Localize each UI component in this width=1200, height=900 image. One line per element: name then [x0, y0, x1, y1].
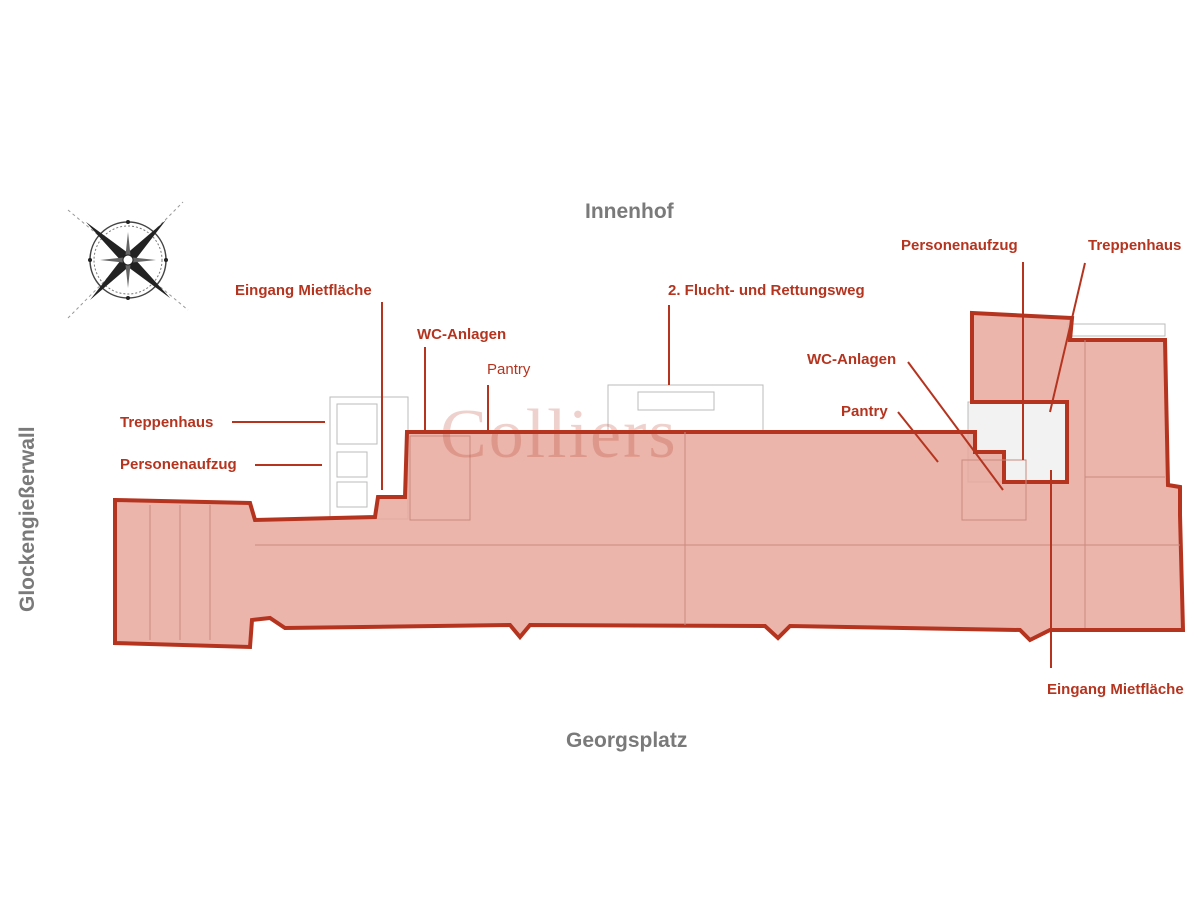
label-pantry-right: Pantry	[841, 403, 888, 420]
watermark: Colliers	[440, 396, 678, 473]
label-wc-left: WC-Anlagen	[417, 326, 507, 343]
label-pantry-left: Pantry	[487, 361, 531, 378]
interior-lines	[149, 340, 1180, 640]
label-eingang-left: Eingang Mietfläche	[235, 282, 372, 299]
label-treppenhaus-right: Treppenhaus	[1088, 237, 1182, 254]
label-wc-right: WC-Anlagen	[807, 351, 897, 368]
rental-area	[113, 310, 1186, 650]
label-fluchtweg: 2. Flucht- und Rettungsweg	[668, 282, 865, 299]
compass-rose-icon	[67, 201, 189, 319]
label-personenaufzug-right: Personenaufzug	[901, 237, 1018, 254]
label-eingang-right: Eingang Mietfläche	[1047, 681, 1184, 698]
balcony-outline	[1067, 323, 1166, 337]
leader-lines	[232, 262, 1086, 668]
street-label-top: Innenhof	[585, 200, 674, 223]
label-personenaufzug-left: Personenaufzug	[120, 456, 237, 473]
street-label-left: Glockengießerwall	[16, 426, 39, 612]
label-treppenhaus-left: Treppenhaus	[120, 414, 214, 431]
street-label-bottom: Georgsplatz	[566, 729, 688, 752]
